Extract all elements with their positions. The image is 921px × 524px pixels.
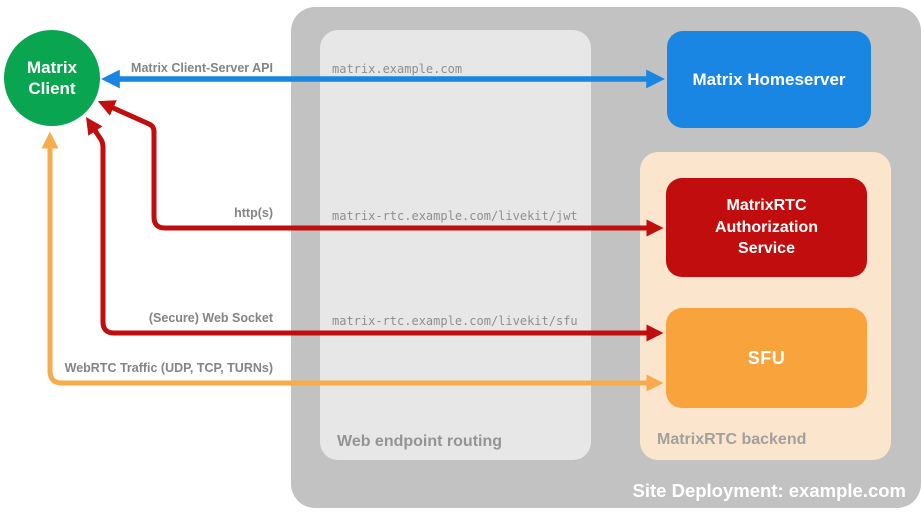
websocket-arrow-label: (Secure) Web Socket (148, 311, 273, 325)
matrix-homeserver-node: Matrix Homeserver (667, 31, 871, 128)
site-deployment-caption: Site Deployment: example.com (632, 480, 906, 501)
sfu-label: SFU (747, 347, 786, 368)
webrtc-arrow-label: WebRTC Traffic (UDP, TCP, TURNs) (64, 361, 273, 375)
sfu-node: SFU (666, 308, 867, 408)
endpoint-livekit-jwt: matrix-rtc.example.com/livekit/jwt (332, 209, 578, 223)
matrix-client-node: Matrix Client (4, 30, 100, 126)
web-endpoint-routing-caption: Web endpoint routing (337, 433, 503, 450)
endpoint-matrix-example: matrix.example.com (332, 62, 463, 76)
matrix-homeserver-label: Matrix Homeserver (692, 69, 846, 89)
web-endpoint-routing-container (320, 30, 591, 460)
matrix-client-label: Matrix Client (26, 57, 78, 98)
matrixrtc-auth-service-node: MatrixRTC Authorization Service (666, 178, 867, 277)
client-server-api-arrow-label: Matrix Client-Server API (131, 61, 273, 75)
matrixrtc-auth-service-label: MatrixRTC Authorization Service (714, 197, 819, 258)
matrixrtc-backend-caption: MatrixRTC backend (657, 431, 807, 448)
https-arrow-label: http(s) (234, 206, 273, 220)
endpoint-livekit-sfu: matrix-rtc.example.com/livekit/sfu (332, 314, 578, 328)
